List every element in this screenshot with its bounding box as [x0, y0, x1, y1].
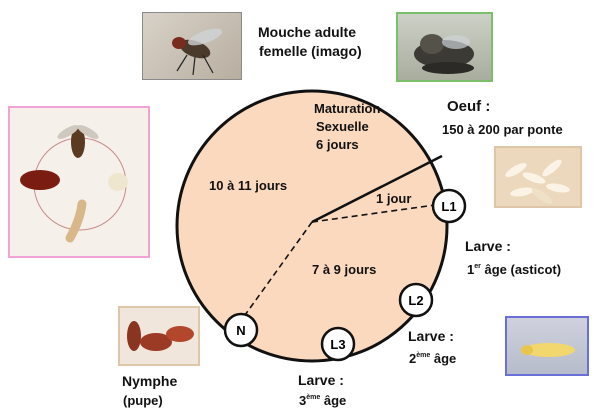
larva2-title: Larve : [408, 328, 454, 345]
larva1-detail: 1er âge (asticot) [467, 262, 561, 278]
larva-duration: 7 à 9 jours [312, 262, 376, 278]
maturation-line3: 6 jours [316, 137, 359, 153]
node-l3-label: L3 [330, 337, 345, 352]
fly-photo [142, 12, 242, 80]
node-n: N [225, 314, 257, 346]
larva1-title: Larve : [465, 238, 511, 255]
node-l2-label: L2 [408, 293, 423, 308]
pupae-photo [118, 306, 200, 366]
node-l1-label: L1 [441, 199, 456, 214]
pupa-detail: (pupe) [123, 393, 163, 409]
egg-detail: 150 à 200 par ponte [442, 122, 563, 138]
larva3-detail: 3ème âge [299, 393, 346, 409]
pupa-duration: 10 à 11 jours [209, 178, 287, 194]
larva3-ordinal-suffix: ème [306, 394, 320, 401]
larva3-rest: âge [320, 393, 346, 408]
maturation-line1: Maturation [314, 101, 380, 117]
larva2-rest: âge [430, 351, 456, 366]
adult-title-line2: femelle (imago) [259, 43, 362, 60]
life-cycle-photo [8, 106, 150, 258]
node-l2: L2 [400, 284, 432, 316]
larva2-ordinal-suffix: ème [416, 352, 430, 359]
mating-flies-photo [396, 12, 493, 82]
larva2-detail: 2ème âge [409, 351, 456, 367]
node-l3: L3 [322, 328, 354, 360]
adult-title-line1: Mouche adulte [258, 24, 356, 41]
eggs-photo [494, 146, 582, 208]
larva-photo [505, 316, 589, 376]
egg-duration: 1 jour [376, 191, 411, 207]
life-cycle-disc [177, 91, 447, 361]
larva1-rest: âge (asticot) [481, 262, 561, 277]
larva3-title: Larve : [298, 372, 344, 389]
node-n-label: N [236, 323, 245, 338]
pupa-title: Nymphe [122, 373, 177, 390]
larva1-ordinal-suffix: er [474, 263, 481, 270]
node-l1: L1 [433, 190, 465, 222]
egg-title: Oeuf : [447, 98, 490, 115]
maturation-line2: Sexuelle [316, 119, 369, 135]
